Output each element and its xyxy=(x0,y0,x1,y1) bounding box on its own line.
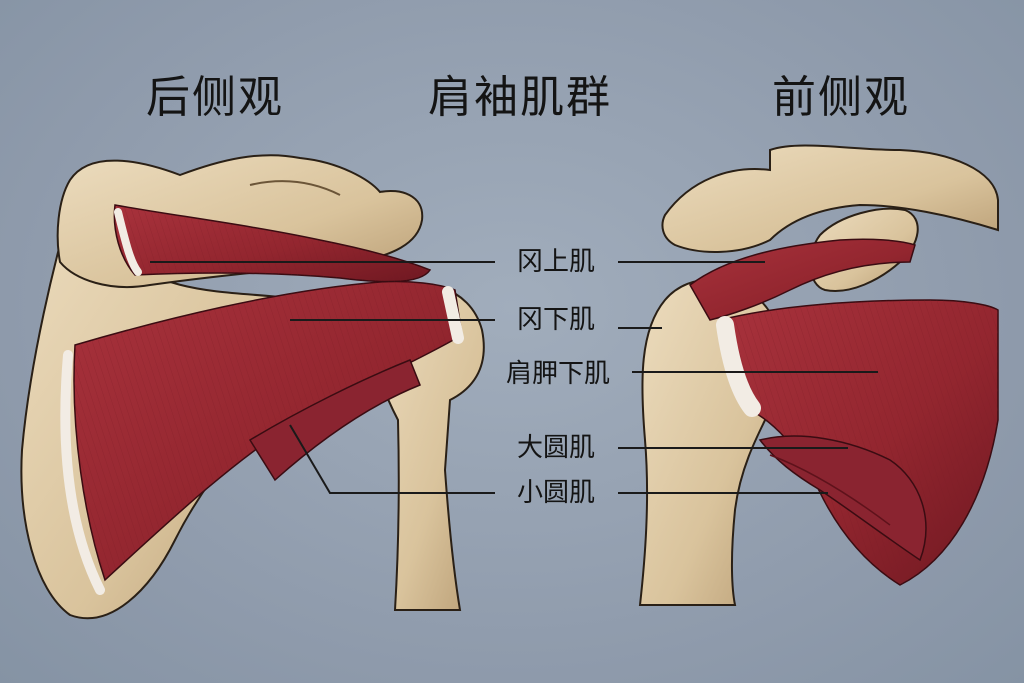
teres-major-line xyxy=(769,454,891,526)
scapula-medial-border xyxy=(60,350,105,595)
leader-lines xyxy=(150,261,878,494)
label-supraspinatus: 冈上肌 xyxy=(516,247,596,277)
anterior-teres-major xyxy=(758,435,927,562)
leader-teres-minor-left xyxy=(289,424,495,494)
label-teres-major: 大圆肌 xyxy=(516,433,596,463)
label-subscapularis: 肩胛下肌 xyxy=(505,359,611,389)
supraspinatus-tendon xyxy=(114,208,142,276)
heading-title: 肩袖肌群 xyxy=(428,72,612,123)
heading-anterior-view: 前侧观 xyxy=(772,72,910,123)
posterior-view xyxy=(20,154,485,620)
anterior-acromion xyxy=(661,144,999,253)
label-teres-minor: 小圆肌 xyxy=(516,478,596,508)
heading-posterior-view: 后侧观 xyxy=(146,72,284,123)
posterior-teres-minor xyxy=(248,359,421,482)
label-infraspinatus: 冈下肌 xyxy=(516,305,596,335)
infraspinatus-tendon xyxy=(442,286,464,344)
anterior-supraspinatus xyxy=(689,238,916,321)
acromion-contour xyxy=(249,180,341,196)
anterior-view xyxy=(638,144,999,606)
